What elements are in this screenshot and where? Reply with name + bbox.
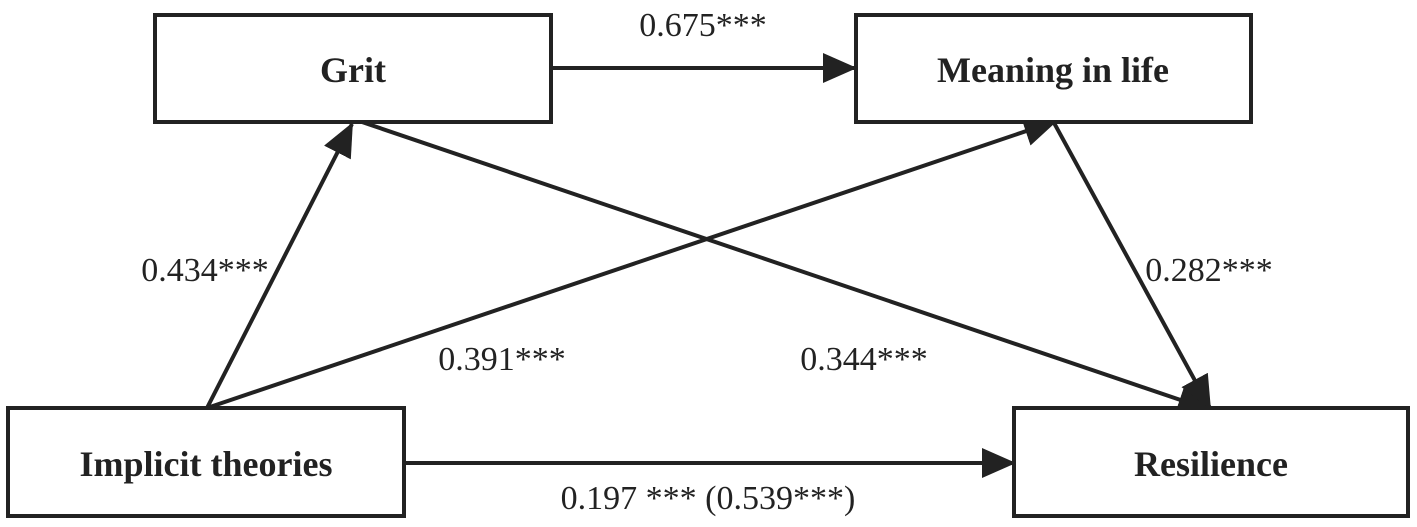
node-grit-label: Grit	[320, 50, 386, 90]
node-meaning-in-life: Meaning in life	[854, 13, 1253, 124]
edge-label-implicit-grit: 0.434***	[141, 252, 269, 289]
node-grit: Grit	[153, 13, 553, 124]
edge-label-implicit-resilience: 0.197 *** (0.539***)	[561, 480, 856, 517]
edge-label-meaning-resilience: 0.282***	[1145, 252, 1273, 289]
edge-label-grit-meaning: 0.675***	[639, 7, 767, 44]
node-resilience-label: Resilience	[1134, 444, 1288, 484]
edge-label-grit-resilience: 0.344***	[800, 341, 928, 378]
edge-label-implicit-meaning: 0.391***	[438, 341, 566, 378]
node-implicit-label: Implicit theories	[80, 444, 333, 484]
node-meaning-label: Meaning in life	[937, 50, 1169, 90]
edge-implicit-to-grit	[205, 122, 354, 409]
node-resilience: Resilience	[1012, 406, 1410, 518]
edge-meaning-to-resilience	[1051, 120, 1212, 410]
edge-implicit-to-meaning	[206, 117, 1058, 410]
edge-grit-to-resilience	[361, 120, 1212, 414]
node-implicit-theories: Implicit theories	[6, 406, 406, 518]
